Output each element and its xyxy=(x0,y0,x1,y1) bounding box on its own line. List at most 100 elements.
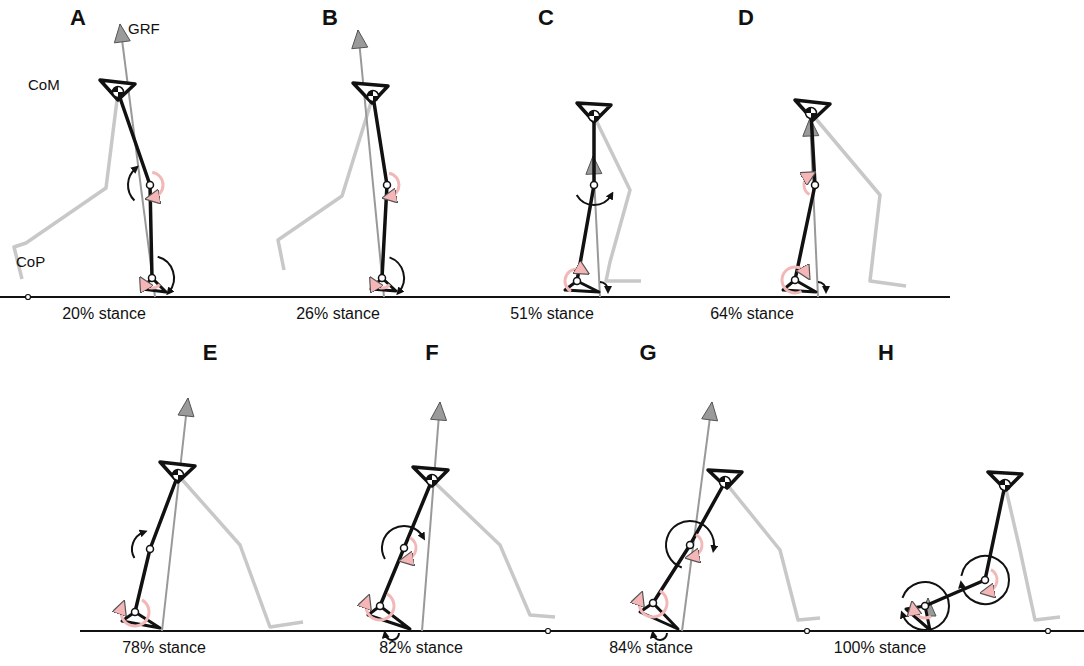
point-label: CoP xyxy=(16,254,45,271)
joint-moment xyxy=(653,633,667,640)
stick-figure xyxy=(639,402,820,640)
joint xyxy=(574,278,581,285)
grf-arrowhead xyxy=(352,30,368,49)
joint-moment xyxy=(382,526,423,559)
joint xyxy=(132,609,139,616)
joint xyxy=(982,577,989,584)
joint-moment xyxy=(600,282,608,290)
joint-moment xyxy=(902,582,949,630)
point-label: CoM xyxy=(28,77,60,94)
trunk xyxy=(160,462,195,482)
grf-vector xyxy=(120,24,155,297)
stick-figure xyxy=(782,100,906,297)
cop-point xyxy=(546,629,551,634)
trunk xyxy=(988,472,1022,490)
ground-line xyxy=(80,630,1084,632)
swing-leg xyxy=(278,96,373,270)
grf-arrowhead xyxy=(431,402,447,421)
grf-arrowhead xyxy=(114,24,130,43)
stick-figure xyxy=(14,24,174,297)
swing-leg xyxy=(725,482,820,620)
trunk xyxy=(795,100,830,120)
com-quadrant xyxy=(720,477,731,488)
panel-letter: E xyxy=(203,341,218,365)
stick-figure xyxy=(121,398,303,631)
trunk xyxy=(577,103,611,122)
stance-leg xyxy=(135,475,178,612)
panel-letter: F xyxy=(425,341,438,365)
cop-point xyxy=(26,295,31,300)
grf-vector xyxy=(358,30,384,297)
stance-leg xyxy=(653,482,725,603)
stance-leg xyxy=(925,485,1005,606)
stick-figure xyxy=(565,103,641,297)
grf-arrowhead xyxy=(178,398,194,417)
joint xyxy=(147,182,154,189)
phase-label: 82% stance xyxy=(379,639,463,657)
joint-moment xyxy=(666,521,714,568)
panel-letter: D xyxy=(738,6,754,30)
grf-arrowhead xyxy=(702,402,718,421)
stick-figure xyxy=(366,402,555,640)
joint xyxy=(377,603,384,610)
joint xyxy=(650,600,657,607)
com-symbol xyxy=(113,87,124,98)
joint-moment xyxy=(366,594,394,620)
swing-leg xyxy=(14,92,118,279)
phase-label: 26% stance xyxy=(296,305,380,323)
phase-label: 100% stance xyxy=(834,639,927,657)
joint-moment xyxy=(565,269,583,291)
com-quadrant xyxy=(113,87,124,98)
joint-moment xyxy=(158,257,174,292)
stance-leg xyxy=(380,480,432,606)
phase-label: 20% stance xyxy=(62,305,146,323)
joint-moment xyxy=(373,283,389,288)
swing-leg xyxy=(178,475,303,627)
com-symbol xyxy=(1000,480,1011,491)
joint xyxy=(147,546,154,553)
grf-vector xyxy=(162,398,188,631)
com-symbol xyxy=(427,475,438,486)
ground-line xyxy=(0,296,950,298)
com-quadrant xyxy=(427,475,438,486)
phase-label: 78% stance xyxy=(122,639,206,657)
joint-moment xyxy=(132,532,144,558)
com-quadrant xyxy=(368,91,379,102)
joint-moment xyxy=(385,633,399,640)
joint-moment xyxy=(143,283,159,288)
phase-label: 51% stance xyxy=(510,305,594,323)
panel-letter: B xyxy=(322,6,338,30)
com-quadrant xyxy=(806,108,817,119)
joint-moment xyxy=(782,267,806,293)
com-quadrant xyxy=(589,111,600,122)
joint xyxy=(687,542,694,549)
trunk xyxy=(100,80,135,100)
joint xyxy=(591,182,598,189)
grf-vector xyxy=(422,402,440,631)
swing-leg xyxy=(1005,485,1060,620)
joint-moment xyxy=(961,556,1009,604)
cop-point xyxy=(805,629,810,634)
panel-letter: A xyxy=(70,6,86,30)
joint-moment xyxy=(128,168,136,200)
joint xyxy=(922,603,929,610)
vector-label: GRF xyxy=(128,21,160,38)
joint xyxy=(149,275,156,282)
stick-figure xyxy=(278,30,404,297)
com-symbol xyxy=(589,111,600,122)
swing-leg xyxy=(594,116,641,281)
com-quadrant xyxy=(1000,480,1011,491)
trunk xyxy=(413,467,448,486)
swing-leg xyxy=(432,480,555,617)
joint-moment xyxy=(804,175,810,194)
com-symbol xyxy=(173,470,184,481)
trunk xyxy=(708,470,742,488)
stance-leg xyxy=(795,113,815,280)
joint-moment xyxy=(639,591,667,617)
panel-letter: C xyxy=(538,6,554,30)
joint xyxy=(812,182,819,189)
com-symbol xyxy=(720,477,731,488)
swing-leg xyxy=(811,113,906,286)
joint xyxy=(379,275,386,282)
